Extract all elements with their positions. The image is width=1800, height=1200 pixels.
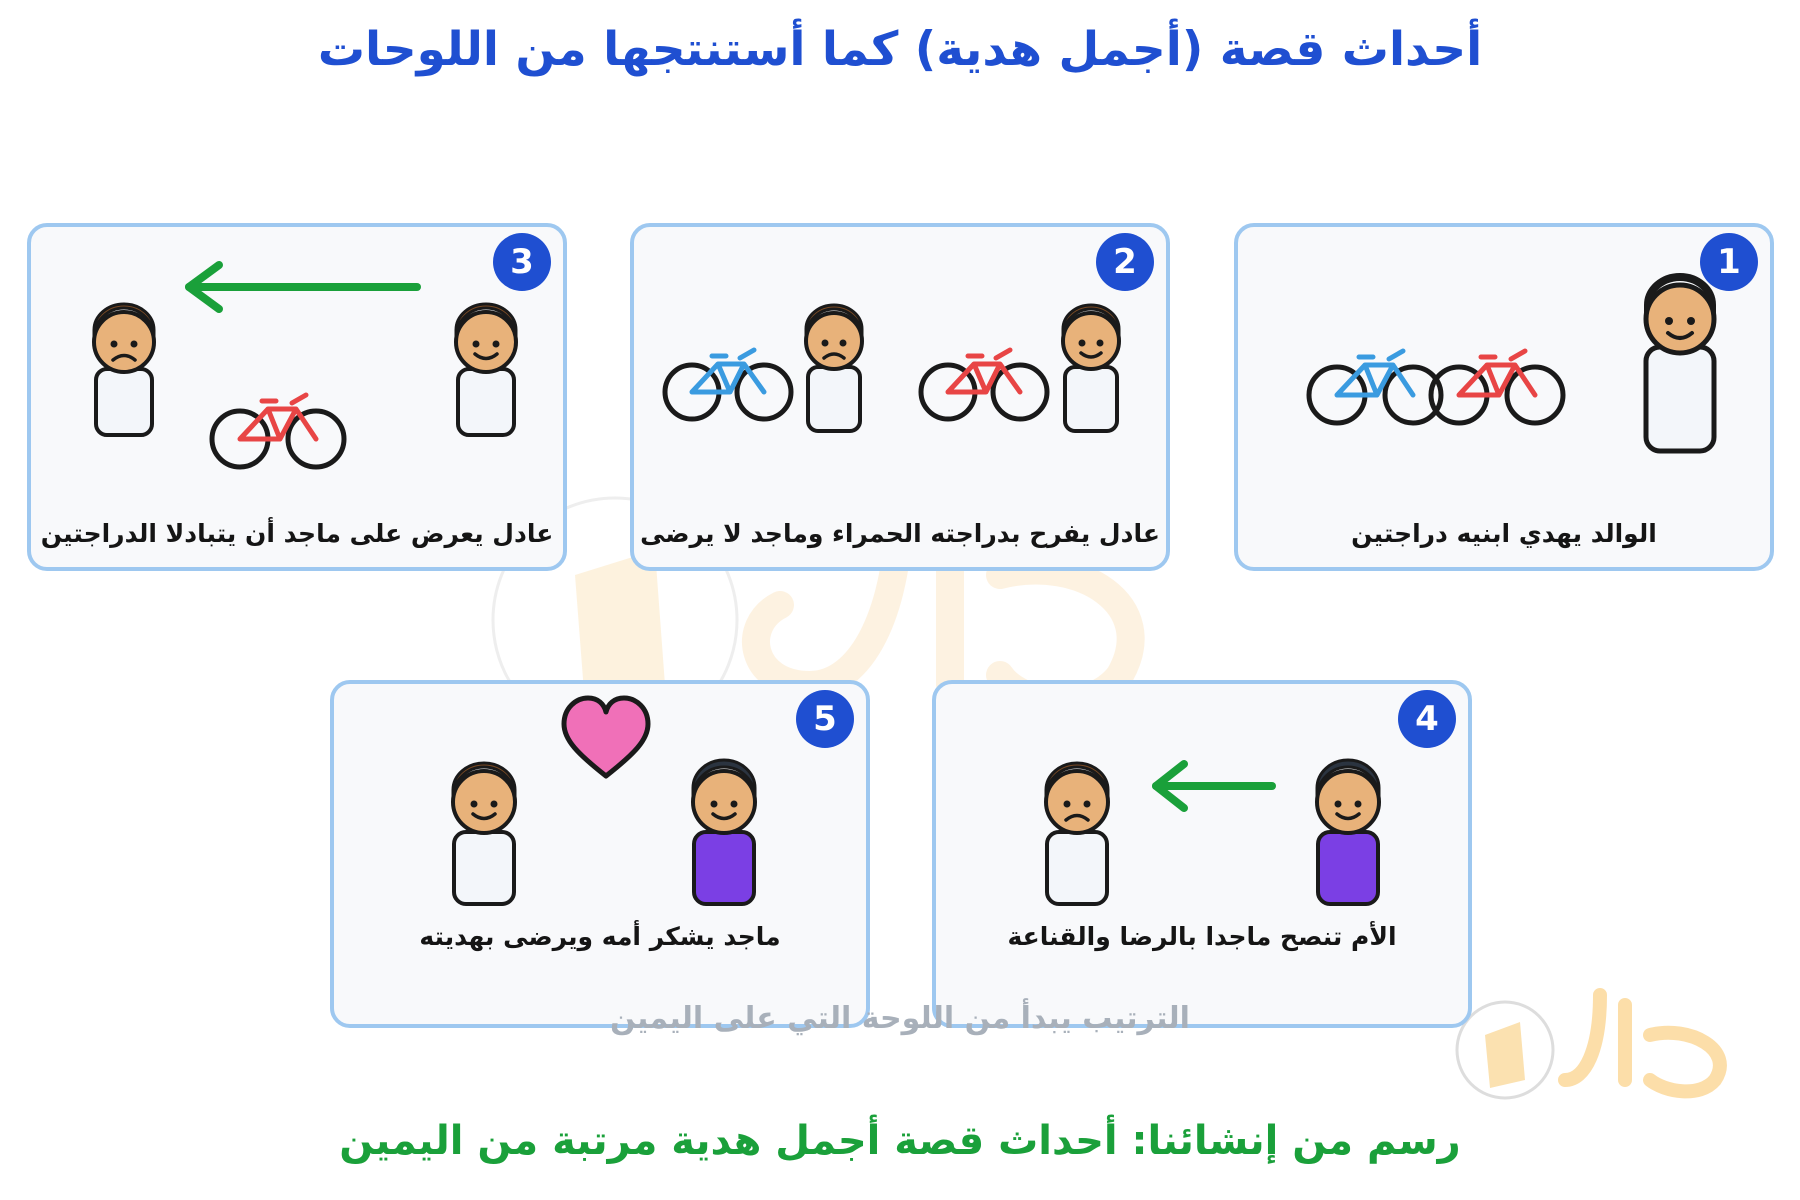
father-figure-icon <box>1643 273 1717 454</box>
mother-figure-icon <box>691 758 757 906</box>
happy-adel-figure-icon <box>454 302 518 437</box>
panel-3-scene <box>92 261 518 470</box>
story-panel-4: 4 الأم تنصح ماجدا بالرضا والقناعة <box>932 680 1472 1028</box>
panel-caption: عادل يعرض على ماجد أن يتبادلا الدراجتين <box>40 519 554 548</box>
panel-2-scene <box>662 303 1121 433</box>
panel-number-badge: 1 <box>1700 233 1758 291</box>
mother-figure-icon <box>1315 758 1381 906</box>
panel-number-badge: 3 <box>493 233 551 291</box>
story-panel-3: 3 عادل يعرض على ماجد أن يتبادلا الدراجتي… <box>27 223 567 571</box>
happy-adel-figure-icon <box>1061 303 1121 433</box>
story-panel-1: 1 الوالد يهدي ابنيه دراجتين <box>1234 223 1774 571</box>
green-arrow-left-icon <box>1152 760 1276 812</box>
blue-bicycle-icon <box>1306 348 1444 426</box>
panel-number-badge: 2 <box>1096 233 1154 291</box>
panel-caption: ماجد يشكر أمه ويرضى بهديته <box>419 922 781 951</box>
blue-bicycle-icon <box>662 347 794 422</box>
heart-icon <box>561 695 651 779</box>
page-title: أحداث قصة (أجمل هدية) كما أستنتجها من ال… <box>317 22 1483 77</box>
sad-majed-figure-icon <box>92 302 156 437</box>
reading-order-note: الترتيب يبدأ من اللوحة التي على اليمين <box>610 1001 1190 1036</box>
panel-number-badge: 4 <box>1398 690 1456 748</box>
story-panel-2: 2 عادل يفرح بدراجته الحمراء وماجد لا يرض… <box>630 223 1170 571</box>
red-bicycle-icon <box>209 392 347 470</box>
story-panel-5: 5 ماجد يشكر أمه ويرضى بهديته <box>330 680 870 1028</box>
red-bicycle-icon <box>1428 348 1566 426</box>
watermark-logo-corner <box>1455 988 1727 1100</box>
red-bicycle-icon <box>918 347 1050 422</box>
credit-text: رسم من إنشائنا: أحداث قصة أجمل هدية مرتب… <box>339 1118 1461 1164</box>
panel-1-scene <box>1306 273 1717 454</box>
panel-5-scene <box>451 695 757 906</box>
panel-4-scene <box>1044 758 1381 906</box>
happy-majed-figure-icon <box>451 761 517 906</box>
sad-majed-figure-icon <box>804 303 864 433</box>
panel-number-badge: 5 <box>796 690 854 748</box>
panel-caption: عادل يفرح بدراجته الحمراء وماجد لا يرضى <box>640 519 1160 548</box>
green-arrow-left-icon <box>185 261 421 313</box>
panel-caption: الوالد يهدي ابنيه دراجتين <box>1351 519 1657 548</box>
sad-majed-figure-icon <box>1044 761 1110 906</box>
panel-caption: الأم تنصح ماجدا بالرضا والقناعة <box>1007 922 1397 951</box>
